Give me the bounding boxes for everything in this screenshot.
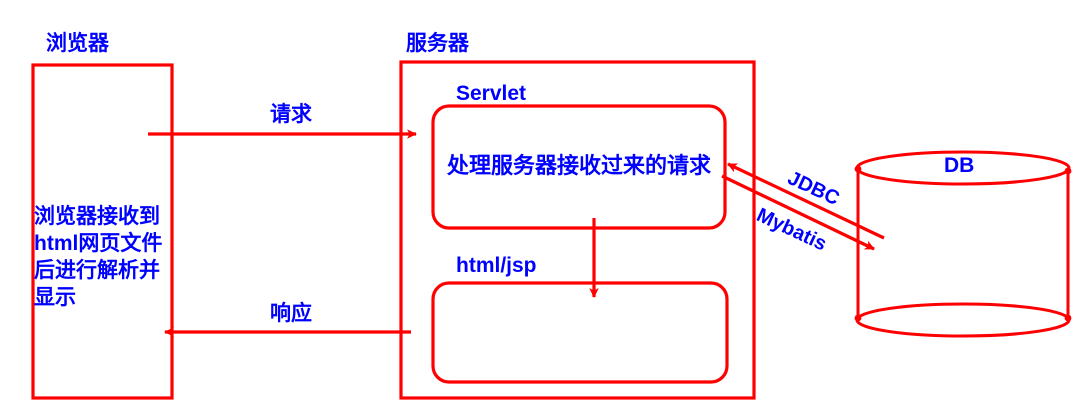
db-to-servlet-arrow bbox=[727, 162, 885, 240]
browser-note: 浏览器接收到 html网页文件 后进行解析并 显示 bbox=[34, 203, 162, 311]
servlet-title: Servlet bbox=[456, 82, 527, 105]
browser-note-line-2: html网页文件 bbox=[34, 232, 163, 255]
servlet-to-db-arrow bbox=[721, 174, 875, 251]
server-box bbox=[399, 60, 756, 400]
db-joint-dot-top-left bbox=[854, 165, 862, 173]
request-label: 请求 bbox=[270, 103, 312, 126]
response-label: 响应 bbox=[270, 302, 312, 325]
browser-note-line-4: 显示 bbox=[34, 286, 76, 309]
servlet-box bbox=[431, 104, 727, 230]
browser-box bbox=[31, 63, 174, 400]
browser-note-line-1: 浏览器接收到 bbox=[34, 205, 160, 228]
db-joint-dot-bottom-right bbox=[1064, 314, 1072, 322]
browser-title: 浏览器 bbox=[46, 32, 109, 55]
html-jsp-box bbox=[431, 281, 729, 384]
servlet-description: 处理服务器接收过来的请求 bbox=[447, 153, 712, 178]
server-title: 服务器 bbox=[406, 32, 469, 55]
db-joint-dot-top-right bbox=[1064, 167, 1072, 175]
db-cylinder-bottom bbox=[855, 302, 1071, 338]
db-joint-dot-bottom-left bbox=[854, 314, 862, 322]
db-label: DB bbox=[944, 154, 975, 177]
html-jsp-title: html/jsp bbox=[456, 254, 537, 277]
browser-note-line-3: 后进行解析并 bbox=[34, 259, 160, 282]
